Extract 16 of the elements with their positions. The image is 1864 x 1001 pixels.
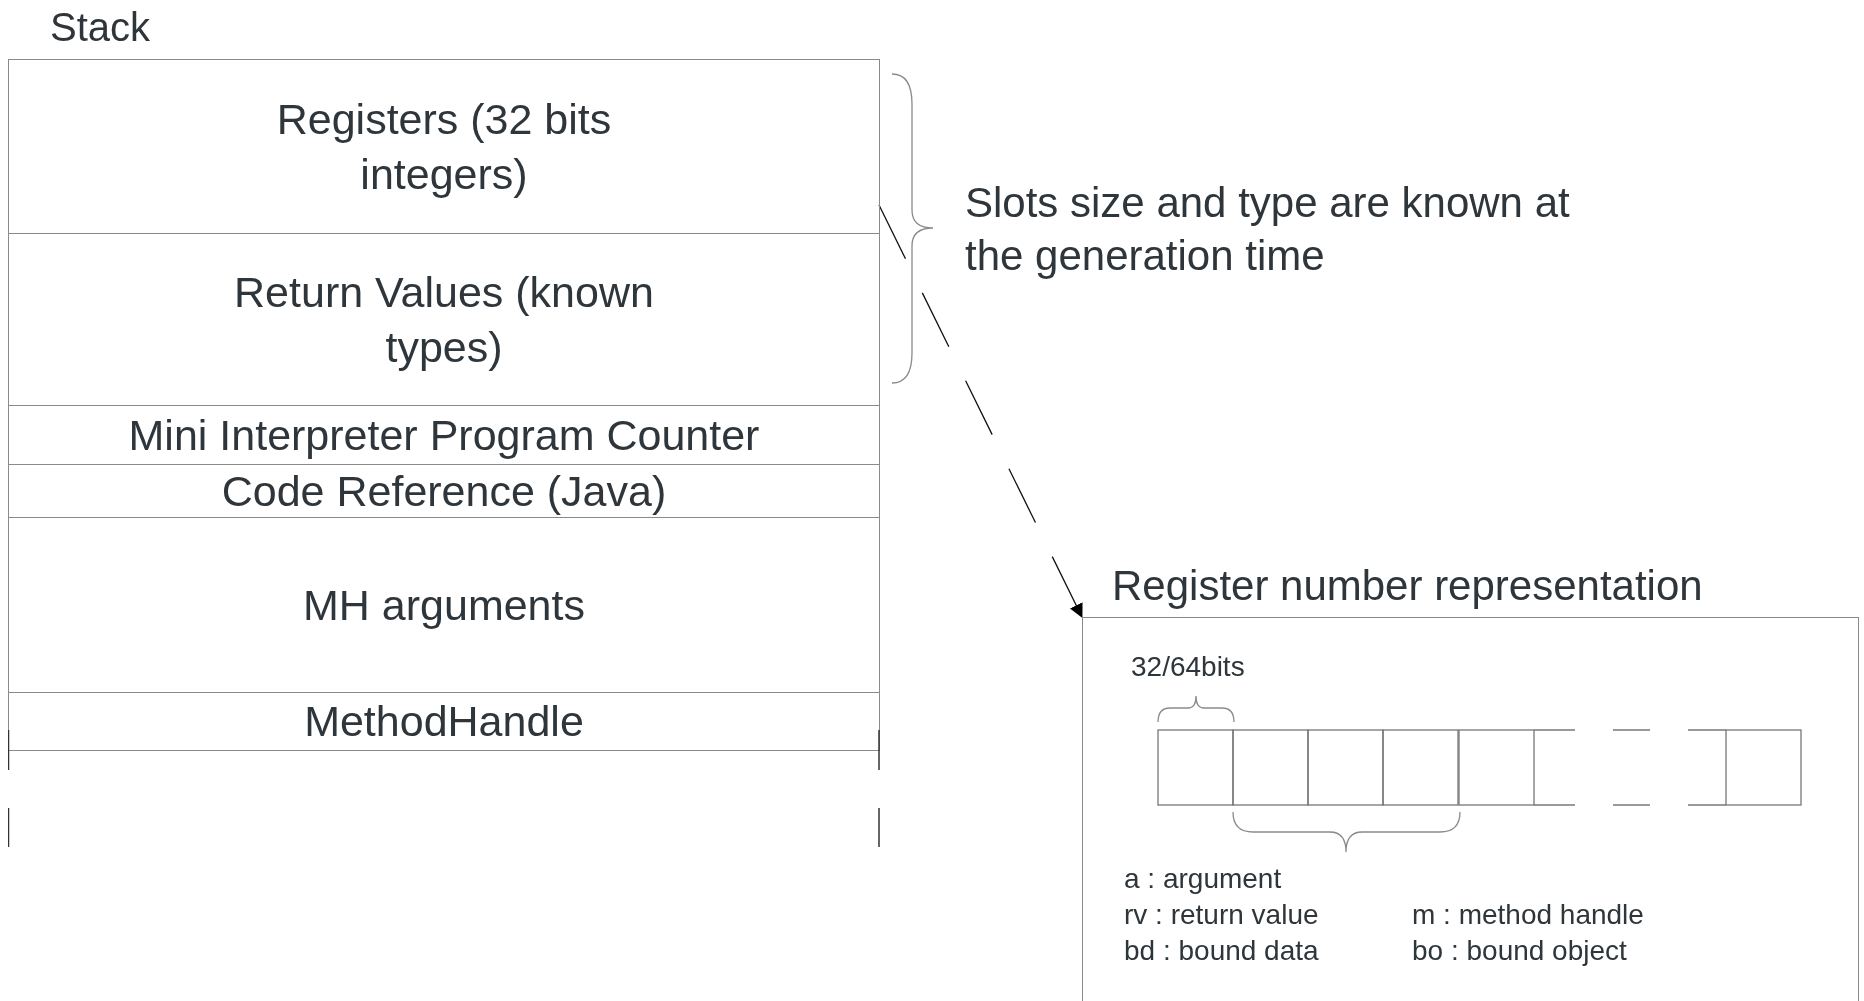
note-text: Slots size and type are known at the generation time (965, 178, 1571, 281)
slot-label: MethodHandle (304, 696, 584, 747)
panel-title: Register number representation (1112, 561, 1703, 611)
stack-title: Stack (50, 4, 151, 51)
abbreviation-note: bo : bound object (1412, 934, 1627, 968)
slot-label: Code Reference (Java) (221, 465, 667, 517)
abbreviation-note: a : argument (1124, 862, 1282, 896)
size-label: 32/64bits (1131, 650, 1245, 684)
abbreviation-note: bd : bound data (1124, 934, 1319, 968)
dashed-arrow (878, 204, 1083, 618)
slot-label: MH arguments (303, 579, 585, 631)
abbreviation-note: m : method handle (1412, 898, 1644, 932)
slot-label: Mini Interpreter Program Counter (128, 409, 760, 461)
slot-label: Registers (32 bits integers) (275, 93, 613, 200)
slot-label: Return Values (known types) (234, 266, 654, 373)
abbreviation-note: rv : return value (1124, 898, 1319, 932)
